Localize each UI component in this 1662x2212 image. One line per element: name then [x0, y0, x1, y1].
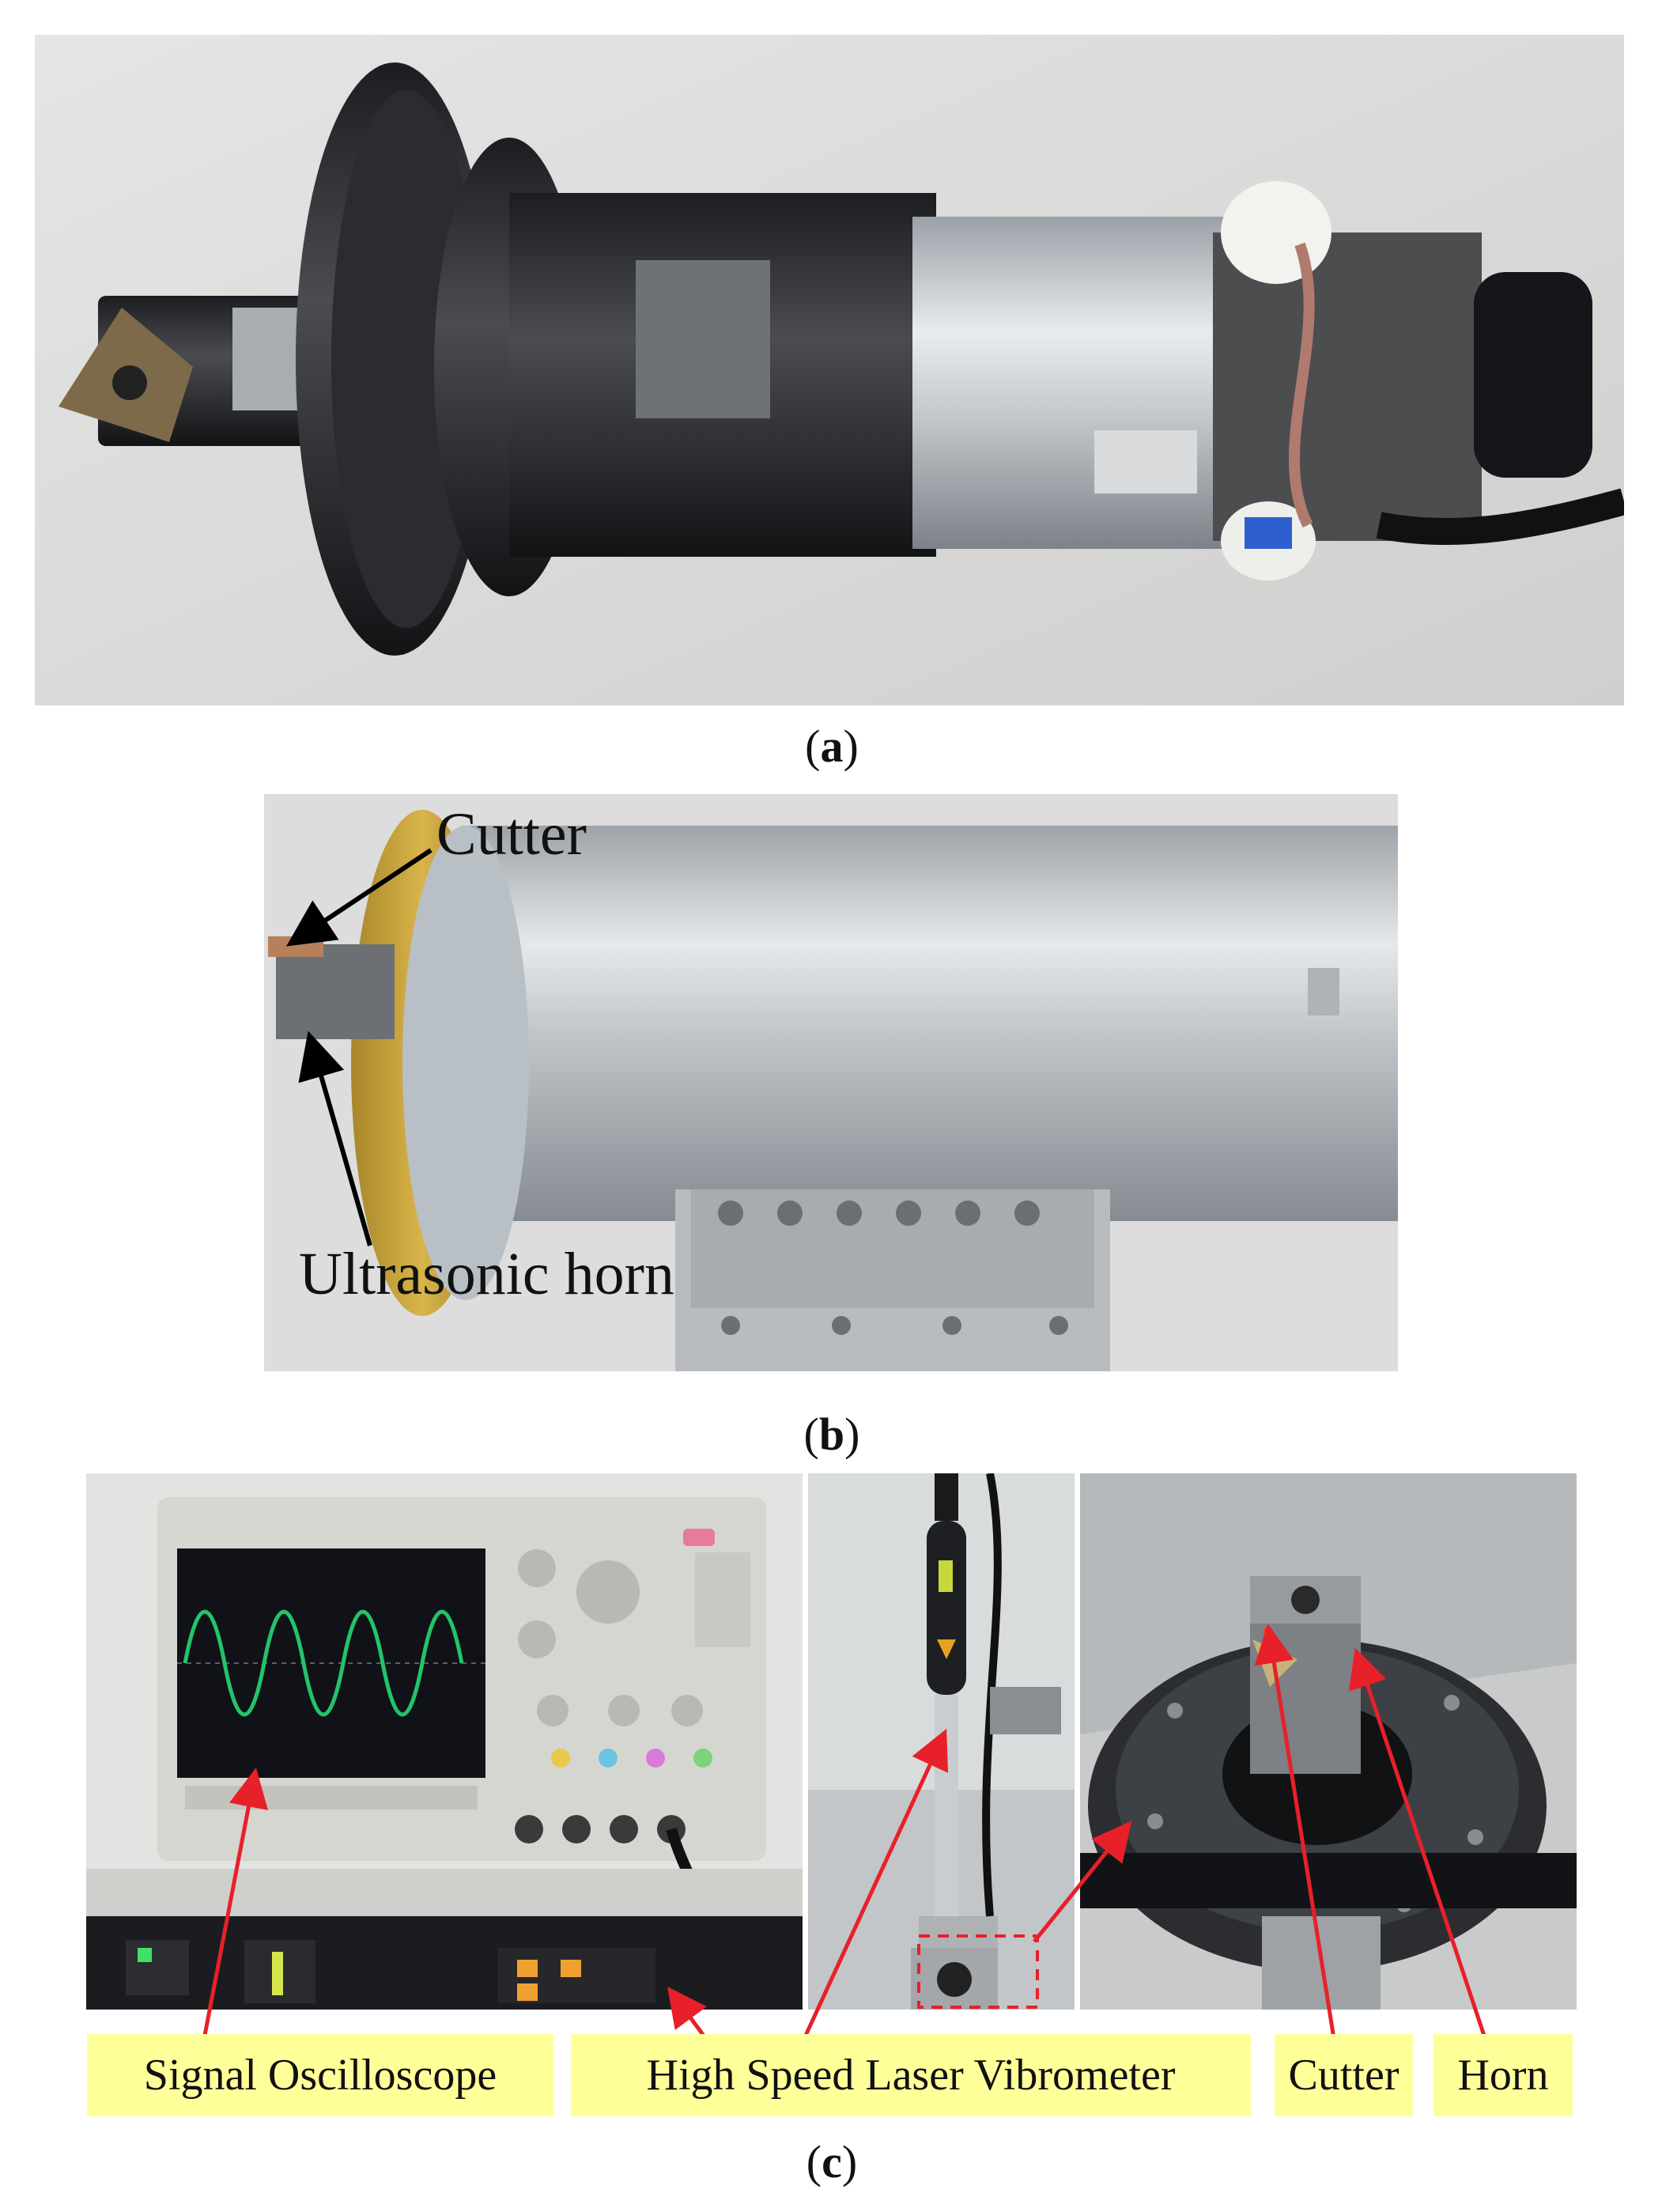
photo-c-laser-head: [808, 1473, 1075, 2010]
label-cutter-b: Cutter: [436, 801, 587, 868]
photo-a-transducer-assembly: [35, 35, 1624, 705]
label-signal-oscilloscope: Signal Oscilloscope: [87, 2034, 553, 2116]
photo-c-cutter-horn: [1080, 1473, 1577, 2010]
label-high-speed-laser-vibrometer: High Speed Laser Vibrometer: [571, 2034, 1251, 2116]
photo-b-ultrasonic-device: [264, 794, 1398, 1371]
caption-b: (b): [803, 1408, 860, 1460]
caption-c: (c): [806, 2136, 858, 2187]
label-cutter-c: Cutter: [1275, 2034, 1413, 2116]
label-ultrasonic-horn-b: Ultrasonic horn: [299, 1241, 674, 1307]
photo-c-oscilloscope: [86, 1473, 803, 2010]
caption-a: (a): [805, 720, 859, 772]
label-horn-c: Horn: [1433, 2034, 1573, 2116]
